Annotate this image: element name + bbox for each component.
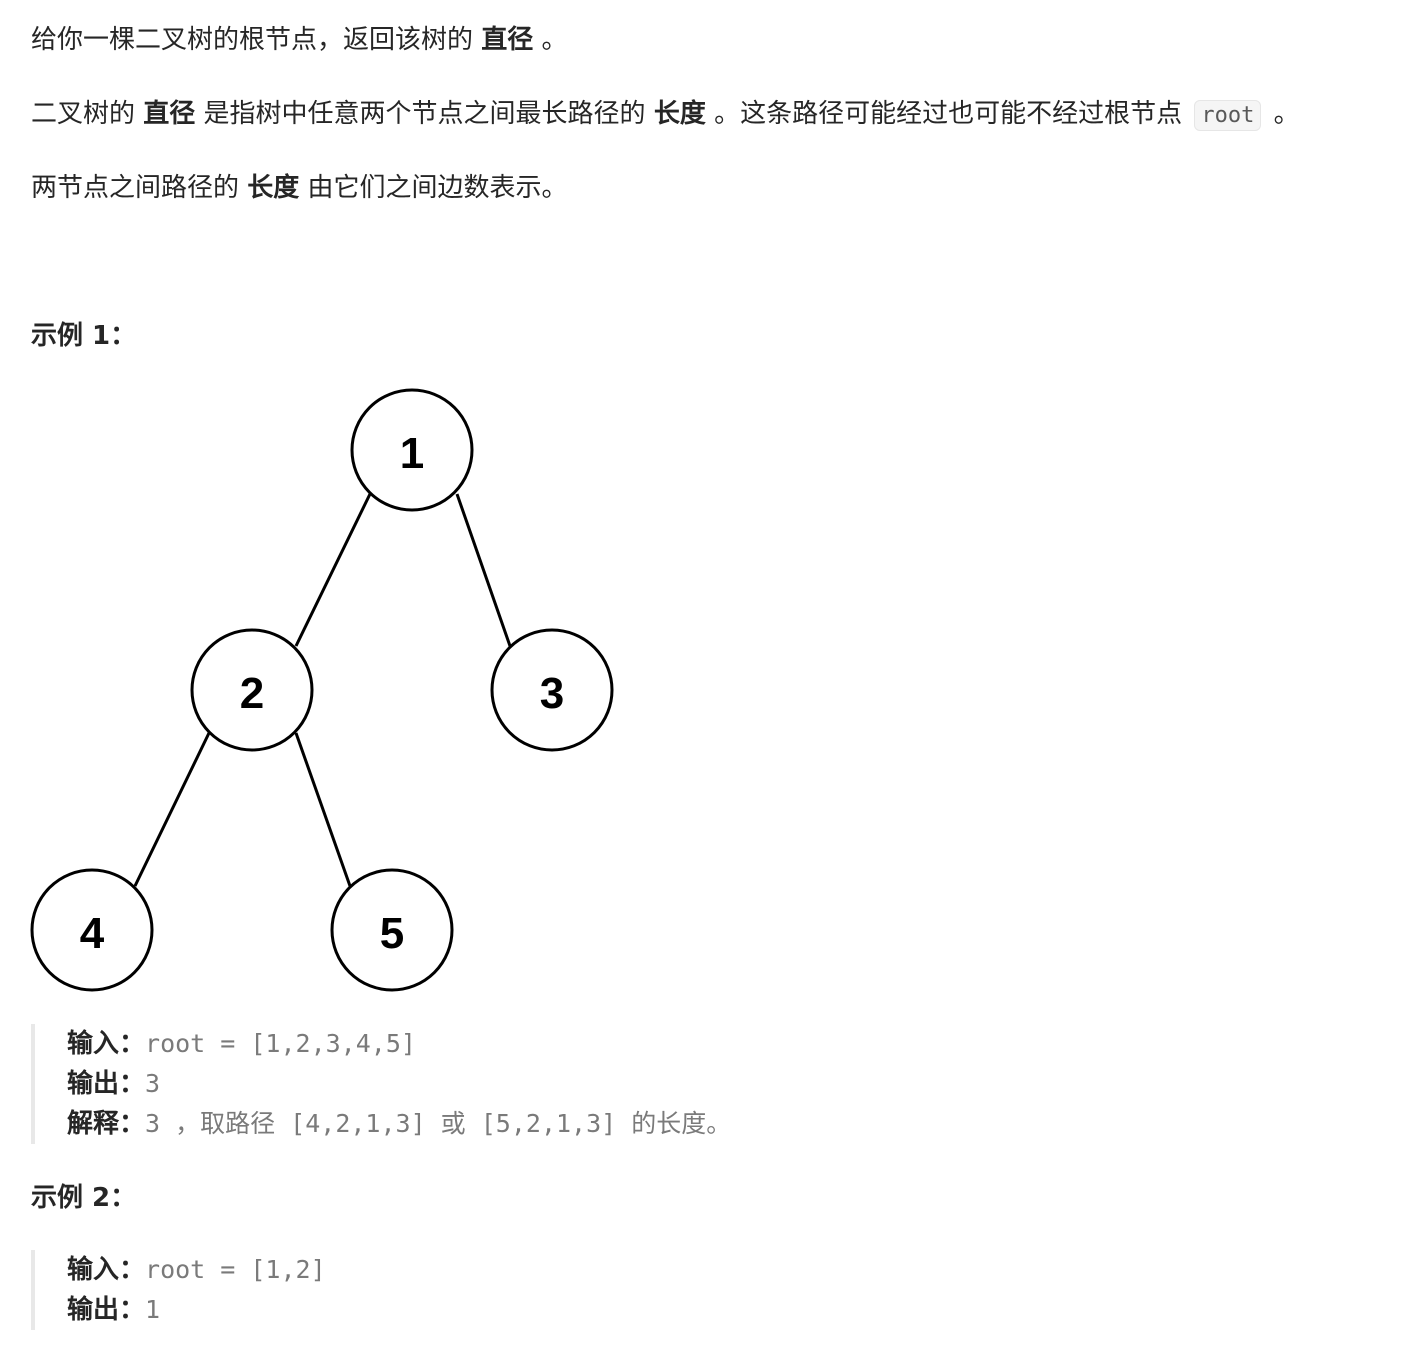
example-1-input: 输入：root = [1,2,3,4,5] [67,1024,731,1064]
tree-node-2 [190,628,314,752]
text: 由它们之间边数表示。 [299,173,568,203]
text: 给你一棵二叉树的根节点，返回该树的 [31,25,482,55]
text: 。 [1265,99,1300,129]
bold-term-diameter: 直径 [481,25,534,55]
bold-term-diameter: 直径 [143,99,196,129]
tree-node-3 [490,628,614,752]
example-2-input: 输入：root = [1,2] [67,1250,326,1290]
example-1-block: 输入：root = [1,2,3,4,5] 输出：3 解释：3 ，取路径 [4,… [31,1024,731,1144]
inline-code-root: root [1194,100,1262,131]
description-paragraph-1: 给你一棵二叉树的根节点，返回该树的 直径 。 [31,22,568,58]
bold-term-length: 长度 [247,173,300,203]
tree-node-label: 3 [540,669,564,718]
tree-node-5 [330,868,454,992]
text: 两节点之间路径的 [31,173,248,203]
text: 。 [533,25,568,55]
output-label: 输出： [67,1069,146,1099]
example-1-output: 输出：3 [67,1064,731,1104]
input-value: root = [1,2,3,4,5] [145,1029,416,1058]
example-2-heading: 示例 2： [31,1183,137,1213]
input-value: root = [1,2] [145,1255,326,1284]
tree-node-label: 4 [80,909,105,958]
tree-node-1 [350,388,474,512]
tree-node-4 [30,868,154,992]
text: 是指树中任意两个节点之间最长路径的 [195,99,654,129]
example-1-heading: 示例 1： [31,321,137,351]
explanation-label: 解释： [67,1109,146,1139]
tree-node-label: 5 [380,909,404,958]
explanation-value: 3 ，取路径 [4,2,1,3] 或 [5,2,1,3] 的长度。 [145,1109,732,1138]
text: 。这条路径可能经过也可能不经过根节点 [705,99,1191,129]
tree-node-label: 1 [400,429,424,478]
binary-tree-diagram: 1 2 3 4 5 [30,388,614,992]
bold-term-length: 长度 [653,99,706,129]
example-2-block: 输入：root = [1,2] 输出：1 [31,1250,326,1330]
text: 二叉树的 [31,99,144,129]
output-label: 输出： [67,1295,146,1325]
example-1-explanation: 解释：3 ，取路径 [4,2,1,3] 或 [5,2,1,3] 的长度。 [67,1104,731,1144]
output-value: 1 [145,1295,161,1324]
tree-node-label: 2 [240,669,264,718]
description-paragraph-3: 两节点之间路径的 长度 由它们之间边数表示。 [31,170,568,206]
output-value: 3 [145,1069,161,1098]
description-paragraph-2: 二叉树的 直径 是指树中任意两个节点之间最长路径的 长度 。这条路径可能经过也可… [31,96,1300,134]
example-2-output: 输出：1 [67,1290,326,1330]
input-label: 输入： [67,1029,146,1059]
input-label: 输入： [67,1255,146,1285]
